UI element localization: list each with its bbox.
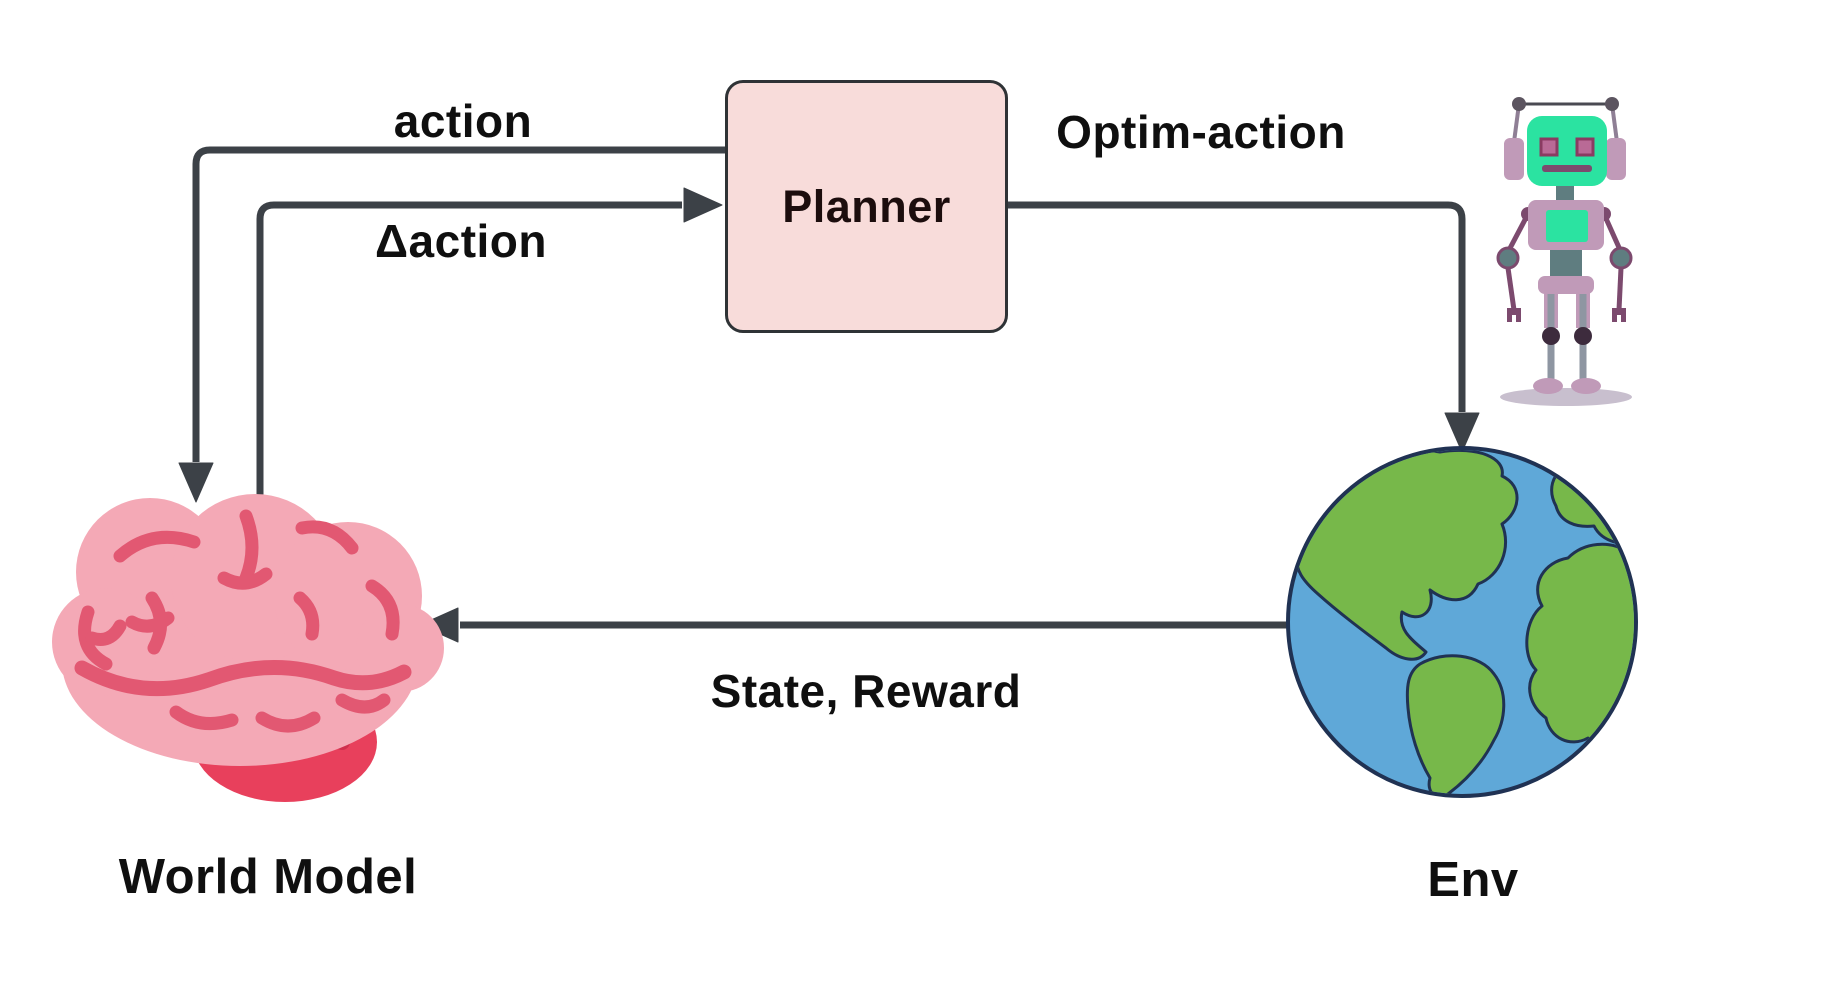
env-label: Env (1427, 853, 1519, 907)
planner-node-label: Planner (782, 180, 951, 232)
planner-node: Planner (725, 80, 1008, 333)
action-arrow (178, 146, 725, 503)
brain-icon (52, 494, 444, 802)
state-reward-arrow (419, 607, 1287, 643)
action-edge-label: action (393, 95, 533, 147)
state-reward-edge-label: State, Reward (710, 665, 1022, 717)
world-model-label: World Model (118, 850, 418, 904)
robot-icon (1496, 97, 1633, 406)
delta-action-edge-label: Δaction (374, 215, 548, 267)
optim-action-edge-label: Optim-action (1056, 106, 1346, 158)
earth-globe-icon (1286, 446, 1638, 798)
delta-action-arrow (256, 187, 723, 500)
optim-action-arrow (1008, 201, 1480, 453)
